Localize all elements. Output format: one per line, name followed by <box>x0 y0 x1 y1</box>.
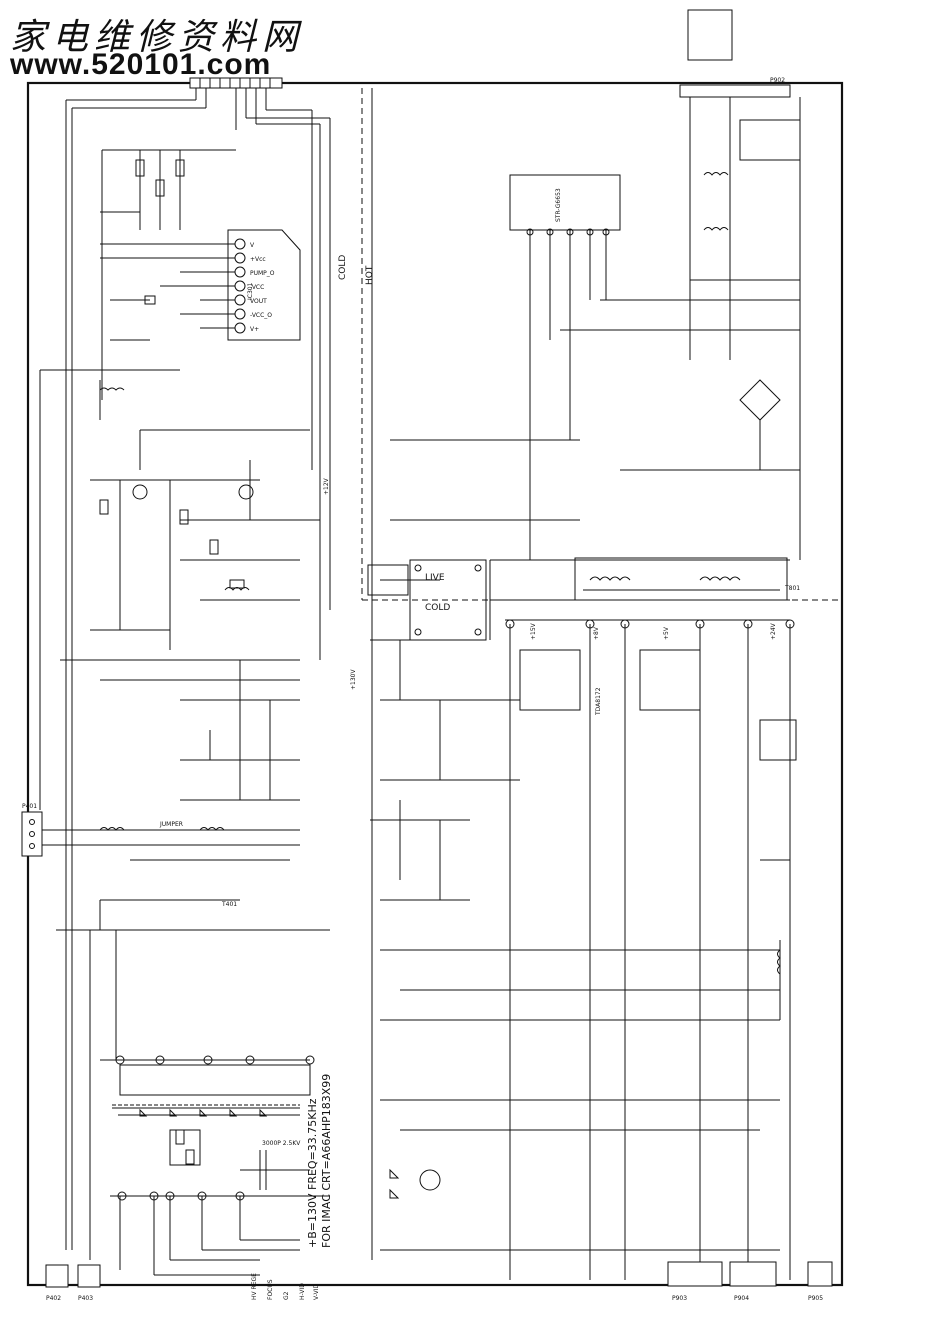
power-input-section <box>560 9 801 560</box>
site-url-watermark: www.520101.com <box>10 48 272 81</box>
ic801-block <box>509 174 621 560</box>
p402-label: P402 <box>46 1295 61 1302</box>
signal-label-2: FOCUS <box>267 1279 274 1300</box>
fbt-note-2: FOR IMAC CRT=A66AHP183X99 <box>320 1074 333 1248</box>
ic301-pin-6: -VCC_O <box>250 312 272 319</box>
ic802-label: TDA8172 <box>595 687 602 716</box>
rail-label-130v: +130V <box>350 669 357 690</box>
jumper-label: JUMPER <box>159 821 183 828</box>
p905-label: P905 <box>808 1295 823 1302</box>
board-outline <box>26 81 844 1287</box>
top-connector <box>189 77 283 89</box>
secondary-rails <box>505 619 797 1280</box>
ic301-pin-4: -VCC <box>250 284 264 291</box>
ic801-label: STR-G6653 <box>555 188 562 222</box>
site-name-watermark: 家电维修资料网 <box>10 17 305 58</box>
t801-label: T801 <box>784 585 800 592</box>
vertical-bus-left <box>65 88 331 1250</box>
rail-label-12v: +12V <box>323 477 330 495</box>
zone-cold2-label: COLD <box>425 603 450 613</box>
signal-label-3: G2 <box>283 1291 290 1300</box>
ic301-pin-5: VOUT <box>250 298 267 305</box>
vertical-network <box>39 149 236 810</box>
horizontal-output-section <box>40 660 300 930</box>
hv-cap-label: 3000P 2.5KV <box>262 1140 301 1147</box>
p904-label: P904 <box>734 1295 749 1302</box>
horizontal-drive-section <box>60 429 320 661</box>
p401-label: P401 <box>22 803 37 810</box>
ic301-label: IC301 <box>247 282 254 300</box>
ic301-pin-2: +Vcc <box>250 256 266 263</box>
ic301-pin-3: PUMP_O <box>250 270 275 277</box>
bottom-right-connectors <box>667 1261 833 1287</box>
central-circuits <box>367 88 790 1260</box>
ic301-block <box>100 229 301 341</box>
zone-cold-label: COLD <box>338 255 348 280</box>
signal-label-1: HV REGE <box>251 1273 258 1300</box>
signal-label-4: H-VID <box>299 1283 306 1300</box>
zone-live-label: LIVE <box>425 573 445 583</box>
fbt-note-1: +B=130V FREQ=33.75KHz <box>306 1098 319 1248</box>
p401-connector <box>21 811 43 857</box>
signal-label-5: V-VID <box>313 1284 320 1300</box>
ic301-pin-7: V+ <box>250 326 259 333</box>
zone-hot-label: HOT <box>365 265 375 285</box>
fbt-section <box>56 929 330 1276</box>
bottom-left-connectors <box>45 1264 101 1288</box>
p903-label: P903 <box>672 1295 687 1302</box>
p403-label: P403 <box>78 1295 93 1302</box>
ic301-pin-1: V <box>250 242 255 249</box>
rail-label-5v: +5V <box>663 626 670 640</box>
rail-label-8v: +8V <box>593 626 600 640</box>
rail-label-15v: +15V <box>530 622 537 640</box>
rail-label-24v: +24V <box>770 622 777 640</box>
t401-label: T401 <box>221 901 237 908</box>
p902-label: P902 <box>770 77 785 84</box>
t801-transformer <box>574 557 788 601</box>
